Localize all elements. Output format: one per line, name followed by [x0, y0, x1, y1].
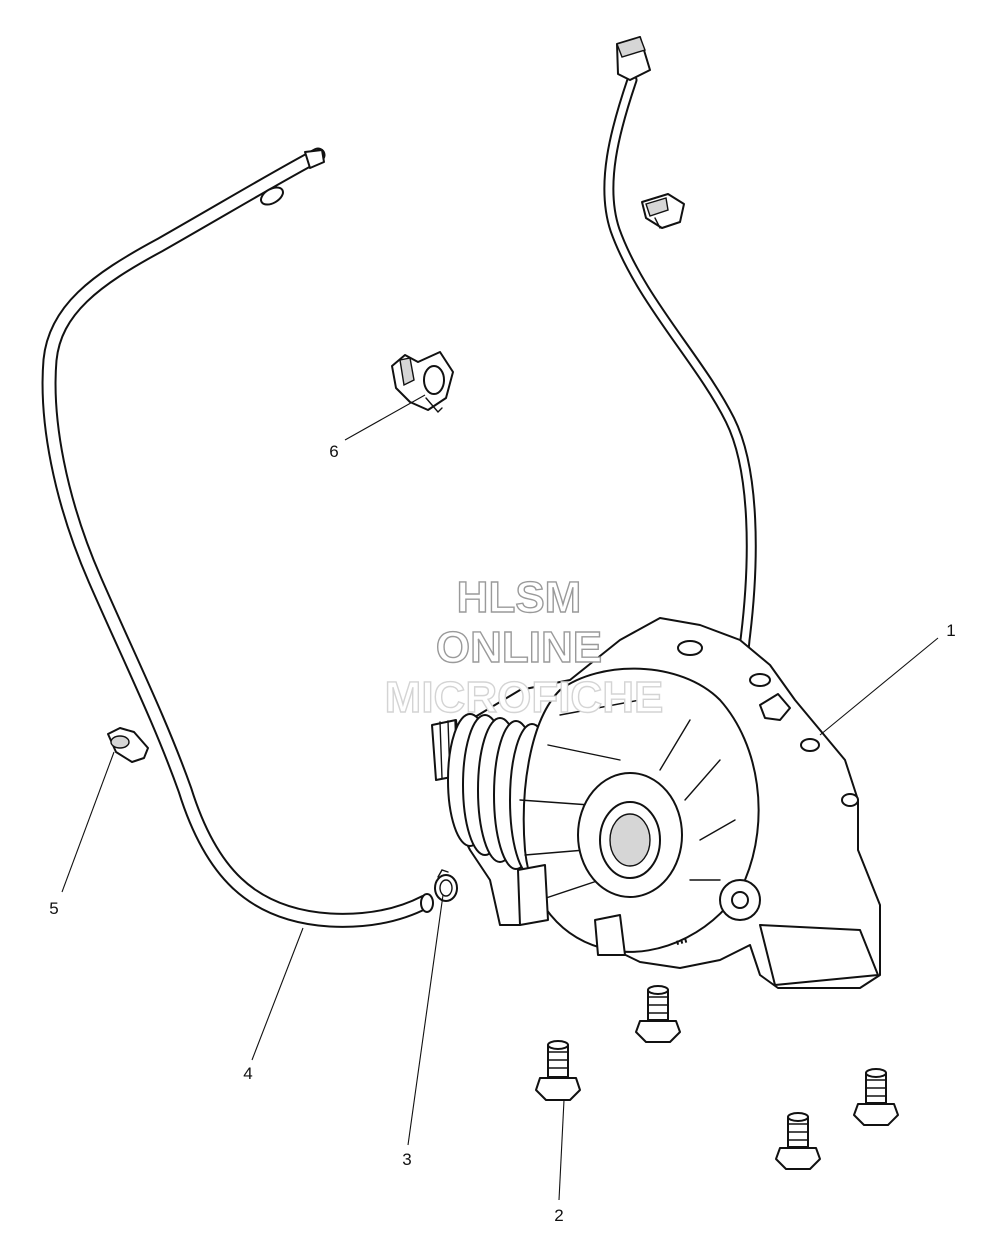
housing-stamp: ▮▮▮ — [674, 936, 688, 947]
watermark-line-2: ONLINE — [436, 623, 602, 672]
hose-clamp-small — [107, 727, 149, 763]
leader-6 — [344, 394, 426, 441]
callout-3: 3 — [402, 1150, 411, 1169]
callout-5: 5 — [49, 899, 58, 918]
leader-1 — [819, 637, 939, 736]
breather-tube — [603, 36, 766, 711]
tube-clip — [641, 193, 685, 229]
watermark-line-1: HLSM — [457, 573, 582, 622]
callout-1: 1 — [946, 621, 955, 640]
watermark-line-3: MICROFICHE — [385, 673, 664, 722]
leader-3 — [407, 894, 444, 1146]
callout-4: 4 — [243, 1064, 252, 1083]
callout-2: 2 — [554, 1206, 563, 1225]
leader-4 — [251, 927, 304, 1061]
leader-2 — [558, 1099, 565, 1201]
bolt-2 — [635, 985, 681, 1043]
leader-lines — [61, 394, 939, 1201]
bolt-4 — [853, 1068, 899, 1126]
watermark: HLSM ONLINE MICROFICHE — [384, 572, 664, 722]
vent-hose — [41, 147, 434, 928]
callouts: 1 2 3 4 5 6 — [49, 442, 955, 1225]
hose-clamp-ring — [434, 869, 458, 902]
front-differential: ▮▮▮ — [431, 617, 881, 989]
leader-5 — [61, 751, 115, 893]
bolt-3 — [775, 1112, 821, 1170]
hose-clip-bracket — [391, 351, 454, 414]
callout-6: 6 — [329, 442, 338, 461]
bolt-1 — [535, 1040, 581, 1101]
